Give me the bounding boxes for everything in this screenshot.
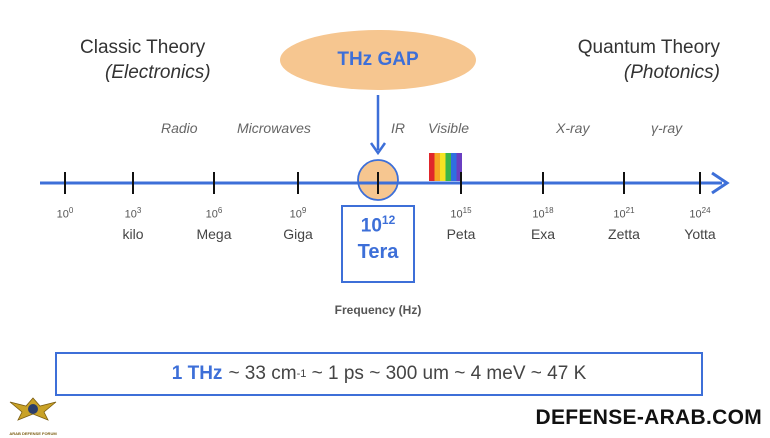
site-watermark: DEFENSE-ARAB.COM (535, 406, 762, 429)
tick-label-exa: 1018 Exa (530, 206, 556, 242)
tick-label-kilo: 103 kilo (122, 206, 144, 242)
spectrum-bars (429, 153, 462, 181)
frequency-axis-label: Frequency (Hz) (334, 303, 422, 317)
tera-highlight-box: 1012 Tera (341, 205, 415, 283)
thz-equivalence-box: 1 THz ~ 33 cm-1 ~ 1 ps ~ 300 um ~ 4 meV … (55, 352, 703, 396)
formula-part-1: ~ 33 cm (228, 363, 297, 384)
band-microwaves: Microwaves (237, 120, 311, 136)
tick-label-1e0: 100 (56, 206, 74, 221)
logo-text: ARAB DEFENSE FORUM (9, 431, 57, 436)
spectrum-color-bar (434, 153, 440, 181)
classic-theory-subtitle: (Electronics) (105, 62, 211, 83)
spectrum-color-bar (429, 153, 435, 181)
band-ir: IR (391, 120, 405, 136)
classic-theory-title: Classic Theory (80, 37, 206, 58)
axis-arrow-head (711, 171, 730, 195)
tick-label-yotta: 1024 Yotta (684, 206, 716, 242)
tick-label-mega: 106 Mega (196, 206, 232, 242)
formula-exponent: -1 (296, 368, 307, 380)
classic-theory-heading: Classic Theory (Electronics) (80, 35, 211, 85)
eagle-emblem-icon (9, 397, 57, 421)
quantum-theory-subtitle: (Photonics) (623, 62, 720, 83)
formula-lead: 1 THz (171, 363, 223, 384)
spectrum-color-bar (445, 153, 451, 181)
spectrum-color-bar (456, 153, 462, 181)
formula-part-2: ~ 1 ps ~ 300 um ~ 4 meV ~ 47 K (306, 363, 587, 384)
tick-label-zetta: 1021 Zetta (608, 206, 640, 242)
quantum-theory-heading: Quantum Theory (Photonics) (578, 35, 720, 85)
thz-gap-bubble: THz GAP (280, 30, 476, 90)
arab-defense-forum-logo: ARAB DEFENSE FORUM (4, 394, 62, 438)
gap-pointer-arrow-head (369, 142, 387, 156)
tick-label-peta: 1015 Peta (446, 206, 476, 242)
band-gamma-ray: γ-ray (651, 120, 683, 136)
spectrum-color-bar (440, 153, 446, 181)
band-visible: Visible (428, 120, 469, 136)
quantum-theory-title: Quantum Theory (577, 37, 720, 58)
thz-gap-label: THz GAP (337, 49, 419, 70)
spectrum-color-bar (451, 153, 457, 181)
axis-ticks (64, 172, 701, 194)
tick-label-giga: 109 Giga (283, 206, 313, 242)
band-radio: Radio (161, 120, 198, 136)
band-xray: X-ray (556, 120, 590, 136)
